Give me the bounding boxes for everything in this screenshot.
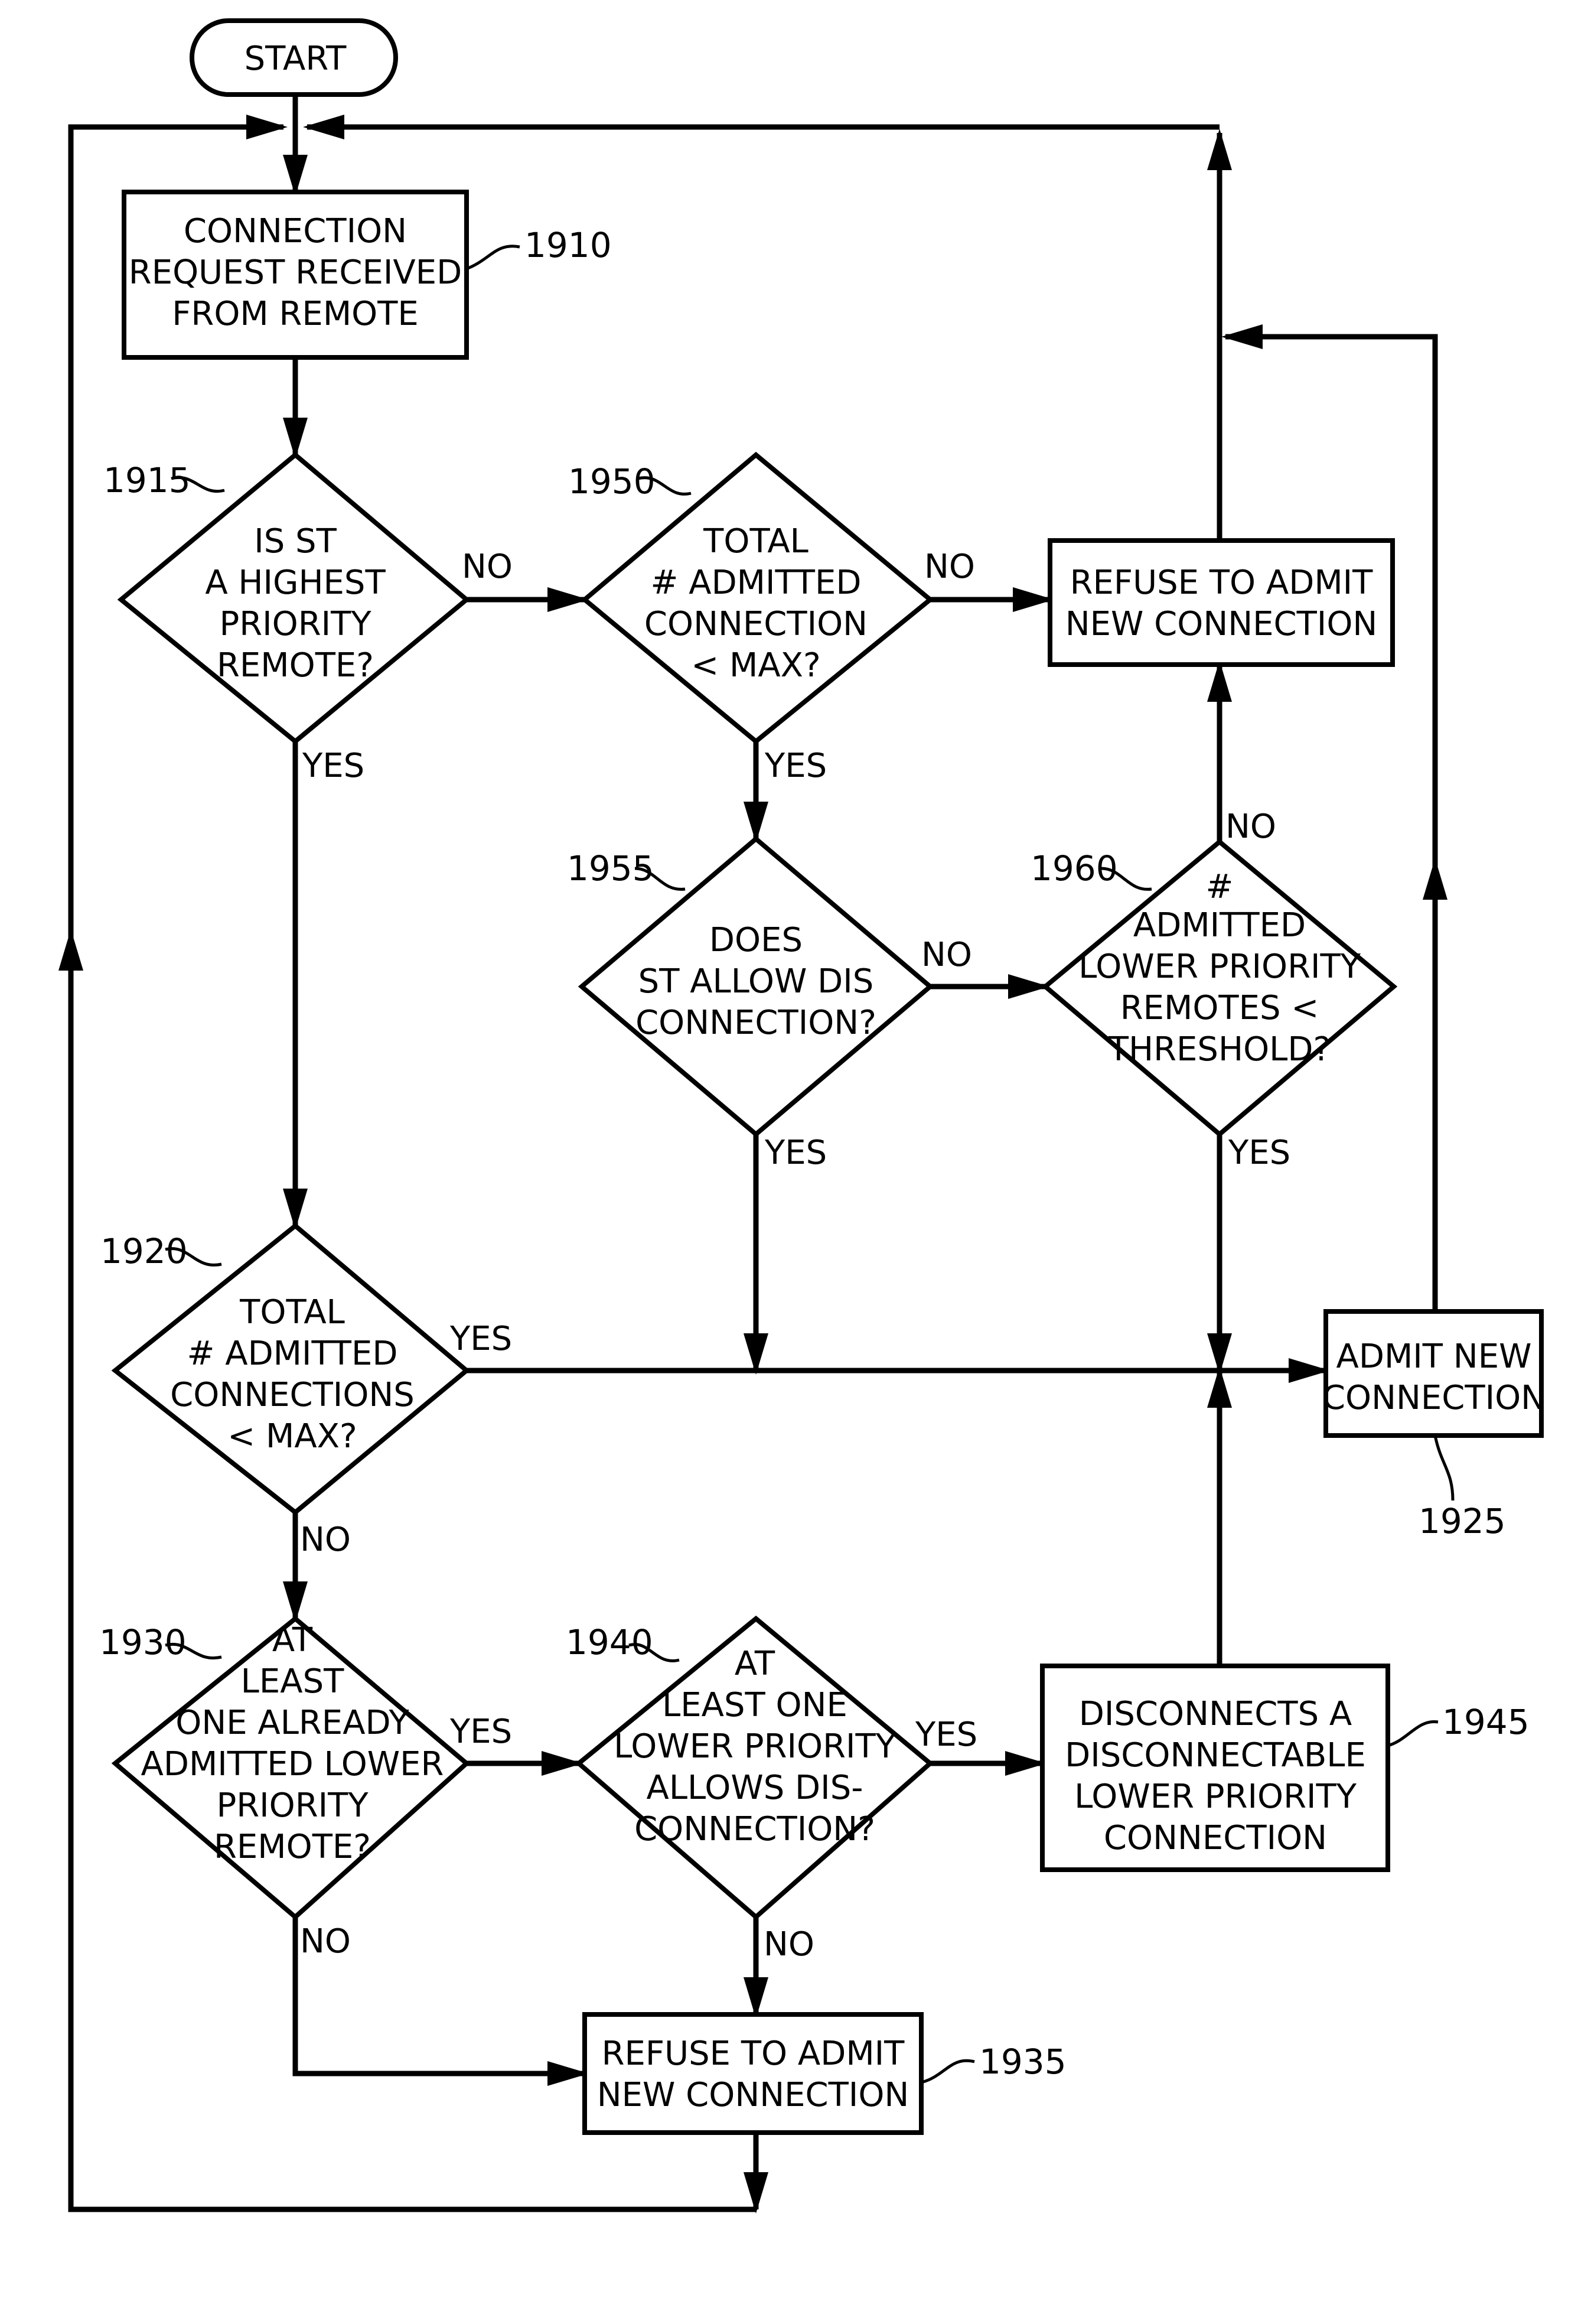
box-refuse-top-line-1: REFUSE TO ADMIT <box>1070 564 1374 602</box>
leader-1910 <box>467 246 520 269</box>
ref-1910: 1910 <box>524 225 612 265</box>
diamond-1940-line-3: LOWER PRIORITY <box>614 1727 896 1766</box>
diamond-1955-line-1: DOES <box>709 921 803 959</box>
diamond-1960-line-2: ADMITTED <box>1133 906 1306 945</box>
ref-1920: 1920 <box>100 1231 188 1271</box>
diamond-1920-line-2: # ADMITTED <box>187 1334 398 1373</box>
diamond-1960-line-5: THRESHOLD? <box>1108 1030 1331 1069</box>
diamond-1930-line-5: PRIORITY <box>216 1786 369 1825</box>
diamond-1930-line-2: LEAST <box>241 1662 344 1701</box>
box-1945-line-3: LOWER PRIORITY <box>1074 1778 1357 1816</box>
ref-1935: 1935 <box>979 2042 1067 2082</box>
box-1925-line-1: ADMIT NEW <box>1336 1337 1532 1376</box>
diamond-1915-line-1: IS ST <box>254 522 337 561</box>
diamond-1915-line-2: A HIGHEST <box>205 564 386 602</box>
diamond-1955-line-2: ST ALLOW DIS <box>638 962 874 1001</box>
box-1935 <box>585 2014 921 2133</box>
edge-label-1960-yes: YES <box>1228 1134 1290 1172</box>
box-1910-line-2: REQUEST RECEIVED <box>129 253 462 292</box>
edge-label-1955-yes: YES <box>764 1134 827 1172</box>
diamond-1940-line-2: LEAST ONE <box>662 1686 847 1724</box>
edge-label-1915-yes: YES <box>302 747 364 785</box>
edge-label-1950-no: NO <box>924 548 975 586</box>
box-1910-line-3: FROM REMOTE <box>172 295 419 333</box>
diamond-1940-line-4: ALLOWS DIS- <box>647 1769 863 1807</box>
diamond-1955-line-3: CONNECTION? <box>635 1004 876 1042</box>
edge-label-1940-no: NO <box>764 1925 814 1964</box>
box-1945-line-1: DISCONNECTS A <box>1079 1695 1352 1733</box>
ref-1940: 1940 <box>566 1622 653 1662</box>
diamond-1930-line-3: ONE ALREADY <box>175 1704 409 1742</box>
ref-1950: 1950 <box>568 461 656 502</box>
box-1925-line-2: CONNECTION <box>1322 1379 1546 1417</box>
edge-label-1955-no: NO <box>921 936 972 974</box>
box-1910-line-1: CONNECTION <box>184 212 407 250</box>
edge-label-1950-yes: YES <box>764 747 827 785</box>
diamond-1920-line-1: TOTAL <box>239 1293 345 1332</box>
diamond-1930-line-1: AT <box>272 1621 313 1659</box>
leader-1945 <box>1388 1722 1438 1746</box>
ref-1930: 1930 <box>99 1622 187 1662</box>
ref-1960: 1960 <box>1031 848 1118 888</box>
box-refuse-top-line-2: NEW CONNECTION <box>1065 605 1378 643</box>
ref-1945: 1945 <box>1442 1702 1530 1742</box>
diamond-1950-line-4: < MAX? <box>691 646 820 685</box>
box-1945-line-4: CONNECTION <box>1104 1819 1327 1857</box>
edge-label-1920-yes: YES <box>449 1320 512 1358</box>
ref-1915: 1915 <box>103 460 191 500</box>
diamond-1940-line-5: CONNECTION? <box>634 1810 875 1848</box>
start-label: START <box>244 40 347 78</box>
diamond-1915-line-3: PRIORITY <box>219 605 371 643</box>
box-refuse-top <box>1050 541 1393 665</box>
diamond-1915-line-4: REMOTE? <box>217 646 374 685</box>
edge-label-1930-no: NO <box>300 1922 351 1961</box>
diamond-1940-line-1: AT <box>735 1645 775 1683</box>
box-1945-line-2: DISCONNECTABLE <box>1065 1736 1366 1775</box>
leader-1925 <box>1435 1436 1453 1500</box>
diamond-1950-line-3: CONNECTION <box>644 605 868 643</box>
ref-1955: 1955 <box>567 848 654 888</box>
edge-label-1940-yes: YES <box>915 1716 977 1754</box>
ref-1925: 1925 <box>1419 1501 1506 1541</box>
edge-label-1960-no: NO <box>1225 808 1276 846</box>
diamond-1950-line-2: # ADMITTED <box>651 564 862 602</box>
diamond-1960-line-3: LOWER PRIORITY <box>1078 948 1361 986</box>
diamond-1930-line-6: REMOTE? <box>214 1828 371 1866</box>
edge-label-1930-yes: YES <box>449 1713 512 1751</box>
diamond-1960-line-4: REMOTES < <box>1120 989 1319 1027</box>
box-1935-line-1: REFUSE TO ADMIT <box>602 2035 905 2073</box>
diamond-1930-line-4: ADMITTED LOWER <box>141 1745 444 1783</box>
diamond-1960-line-1: # <box>1206 868 1234 906</box>
box-1935-line-2: NEW CONNECTION <box>597 2076 909 2114</box>
diamond-1950-line-1: TOTAL <box>703 522 808 561</box>
leader-1935 <box>921 2061 974 2082</box>
diamond-1920-line-3: CONNECTIONS <box>170 1376 415 1414</box>
diamond-1920-line-4: < MAX? <box>227 1417 357 1456</box>
edge-label-1915-no: NO <box>462 548 513 586</box>
edge-label-1920-no: NO <box>300 1521 351 1559</box>
